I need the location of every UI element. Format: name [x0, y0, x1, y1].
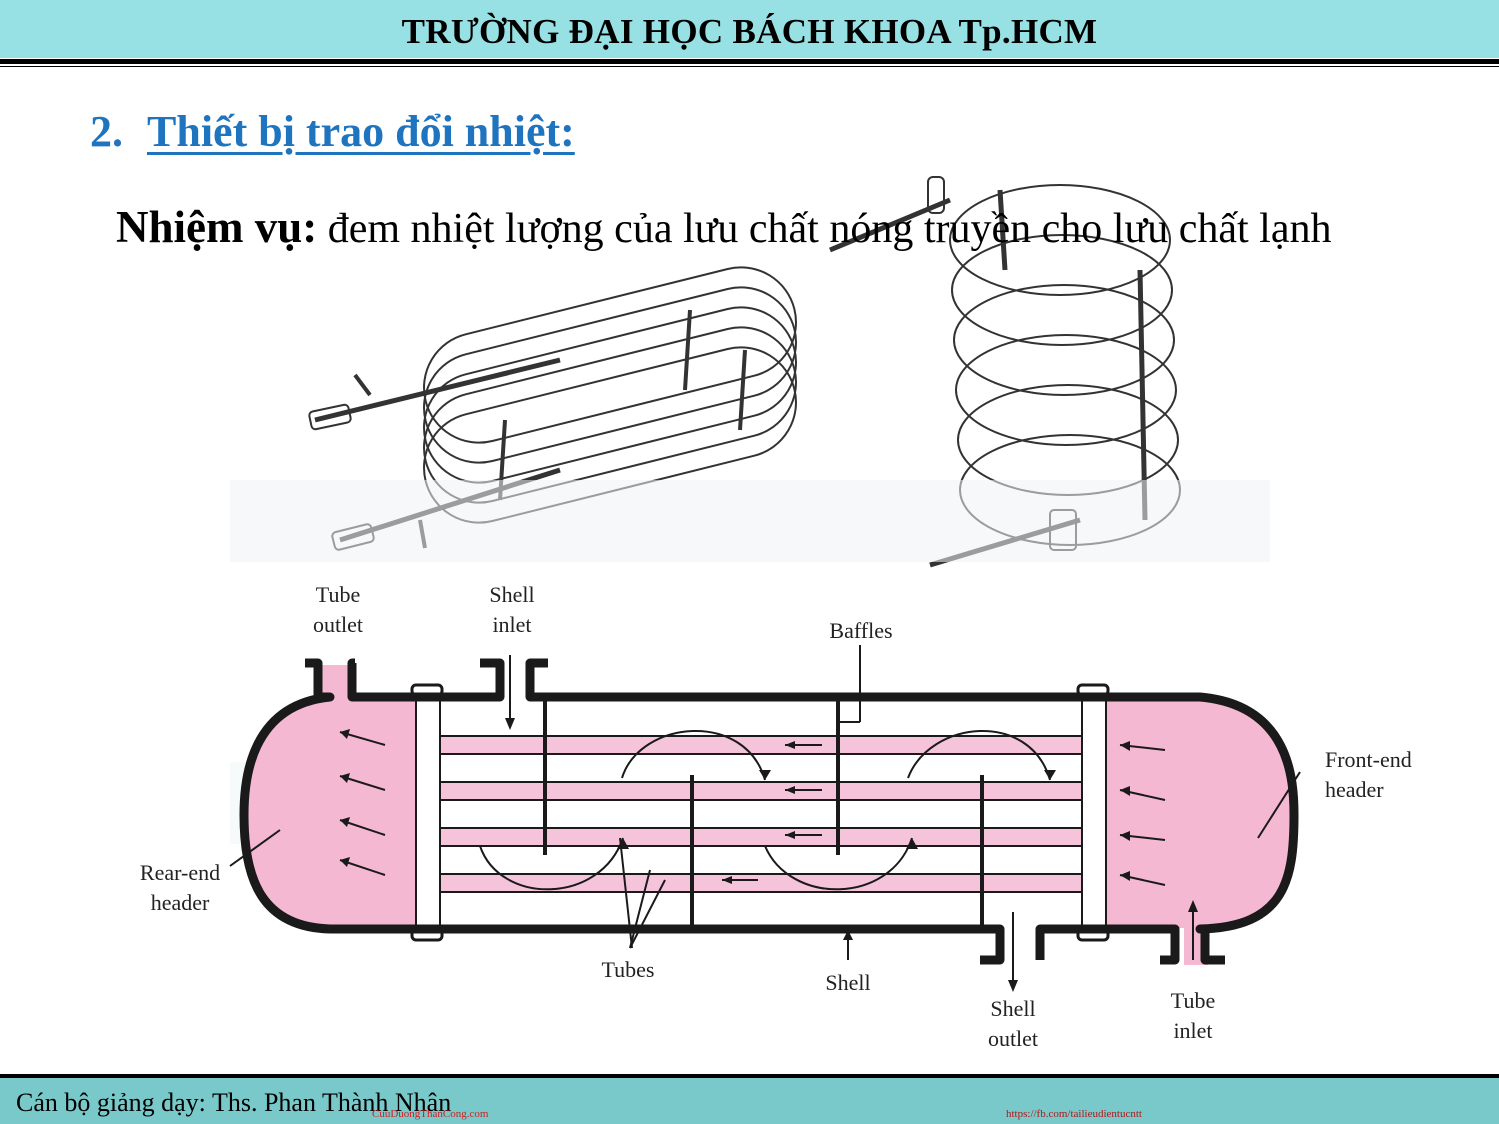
- label-tube-outlet-line2: outlet: [313, 612, 363, 637]
- front-end-header-fluid: [1100, 700, 1296, 928]
- task-text: đem nhiệt lượng của lưu chất nóng truyền…: [317, 206, 1332, 252]
- watermark-band-upper: [230, 480, 1270, 562]
- coil-pipe-top: [314, 357, 561, 423]
- helix-inlet-cap: [927, 176, 945, 214]
- section-number: 2.: [90, 107, 123, 156]
- slide-header: TRƯỜNG ĐẠI HỌC BÁCH KHOA Tp.HCM: [0, 0, 1499, 58]
- coil-straps: [498, 309, 747, 501]
- label-rear-end-line2: header: [151, 890, 210, 915]
- label-shell: Shell: [825, 970, 870, 995]
- label-shell-inlet-line1: Shell: [489, 582, 534, 607]
- header-divider-thin: [0, 66, 1499, 67]
- tube-gaps: [419, 753, 1107, 875]
- label-front-end-line2: header: [1325, 777, 1384, 802]
- task-label: Nhiệm vụ:: [116, 202, 318, 252]
- label-shell-outlet-line1: Shell: [990, 996, 1035, 1021]
- lecturer-credit: Cán bộ giảng dạy: Ths. Phan Thành Nhân: [16, 1088, 452, 1117]
- slide-footer: Cán bộ giảng dạy: Ths. Phan Thành Nhân C…: [0, 1074, 1499, 1124]
- header-divider: [0, 59, 1499, 64]
- label-tubes: Tubes: [602, 957, 655, 982]
- label-shell-inlet-line2: inlet: [492, 612, 531, 637]
- front-tube-sheet: [1081, 699, 1107, 931]
- task-statement: Nhiệm vụ: đem nhiệt lượng của lưu chất n…: [116, 201, 1331, 253]
- section-title: Thiết bị trao đổi nhiệt:: [147, 107, 575, 156]
- label-tube-outlet-line1: Tube: [316, 582, 360, 607]
- label-rear-end-line1: Rear-end: [140, 860, 220, 885]
- helix-inlet-pipe: [829, 197, 951, 253]
- flow-arrows: [229, 645, 1301, 985]
- label-tube-inlet-line1: Tube: [1171, 988, 1215, 1013]
- label-front-end-line1: Front-end: [1325, 747, 1412, 772]
- helical-coil-illustration: [829, 176, 1181, 568]
- helix-straps: [997, 189, 1148, 521]
- footer-watermark: CuuDuongThanCong.com: [372, 1108, 489, 1120]
- shell-outline: [239, 658, 1299, 965]
- section-heading: 2. Thiết bị trao đổi nhiệt:: [90, 106, 575, 157]
- university-title: TRƯỜNG ĐẠI HỌC BÁCH KHOA Tp.HCM: [401, 12, 1098, 51]
- label-shell-outlet-line2: outlet: [988, 1026, 1038, 1051]
- baffles: [543, 700, 984, 925]
- label-baffles: Baffles: [829, 618, 892, 643]
- label-tube-inlet-line2: inlet: [1173, 1018, 1212, 1043]
- coil-fitting-top: [308, 403, 352, 431]
- footer-link[interactable]: https://fb.com/tailieudientucntt: [1006, 1108, 1142, 1120]
- heat-exchanger-diagram: Tube outlet Shell inlet Baffles Front-en…: [140, 582, 1412, 1051]
- rear-tube-sheet: [415, 699, 441, 931]
- arrow-heads: [340, 718, 1198, 992]
